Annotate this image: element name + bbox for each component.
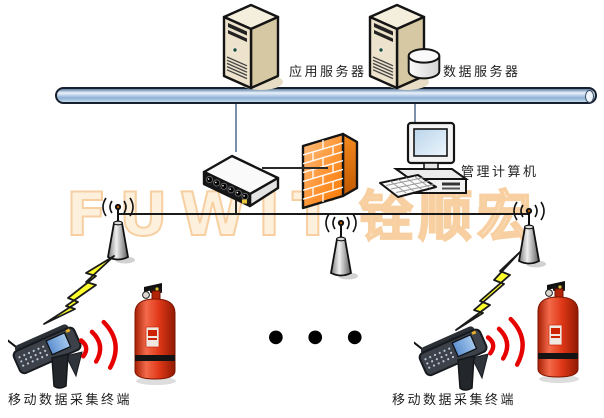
antenna-icon bbox=[513, 201, 546, 268]
fire-extinguisher-icon bbox=[537, 281, 579, 383]
firewall-icon bbox=[301, 132, 359, 210]
handheld-reader-icon bbox=[8, 324, 83, 389]
link-bus-switch bbox=[235, 102, 237, 152]
antenna-icon bbox=[325, 213, 358, 280]
link-bus-computer bbox=[414, 102, 416, 132]
link-switch-firewall bbox=[262, 167, 328, 169]
ellipsis-dots: ● ● ● bbox=[268, 326, 372, 347]
link-switch-antennaline bbox=[235, 198, 237, 215]
antenna-icon bbox=[102, 197, 135, 264]
network-bus bbox=[55, 87, 597, 104]
rfid-reader-switch-icon bbox=[202, 154, 280, 208]
bus-end-cap bbox=[585, 90, 594, 103]
terminal-right-label: 移动数据采集终端 bbox=[392, 393, 517, 408]
management-computer-icon bbox=[379, 121, 470, 198]
data-server-label: 数据服务器 bbox=[443, 65, 521, 80]
terminal-left-label: 移动数据采集终端 bbox=[8, 393, 133, 408]
fire-extinguisher-icon bbox=[134, 283, 176, 385]
database-icon bbox=[407, 48, 441, 80]
rfid-signal-icon bbox=[485, 316, 525, 367]
lightning-bolt-icon bbox=[43, 255, 115, 325]
app-server-label: 应用服务器 bbox=[289, 65, 367, 80]
rfid-signal-icon bbox=[78, 319, 118, 370]
app-server-icon bbox=[222, 3, 283, 90]
lightning-bolt-icon bbox=[455, 251, 521, 331]
handheld-reader-icon bbox=[414, 326, 489, 391]
antenna-trunk-line bbox=[118, 213, 528, 215]
mgmt-computer-label: 管理计算机 bbox=[461, 165, 539, 180]
